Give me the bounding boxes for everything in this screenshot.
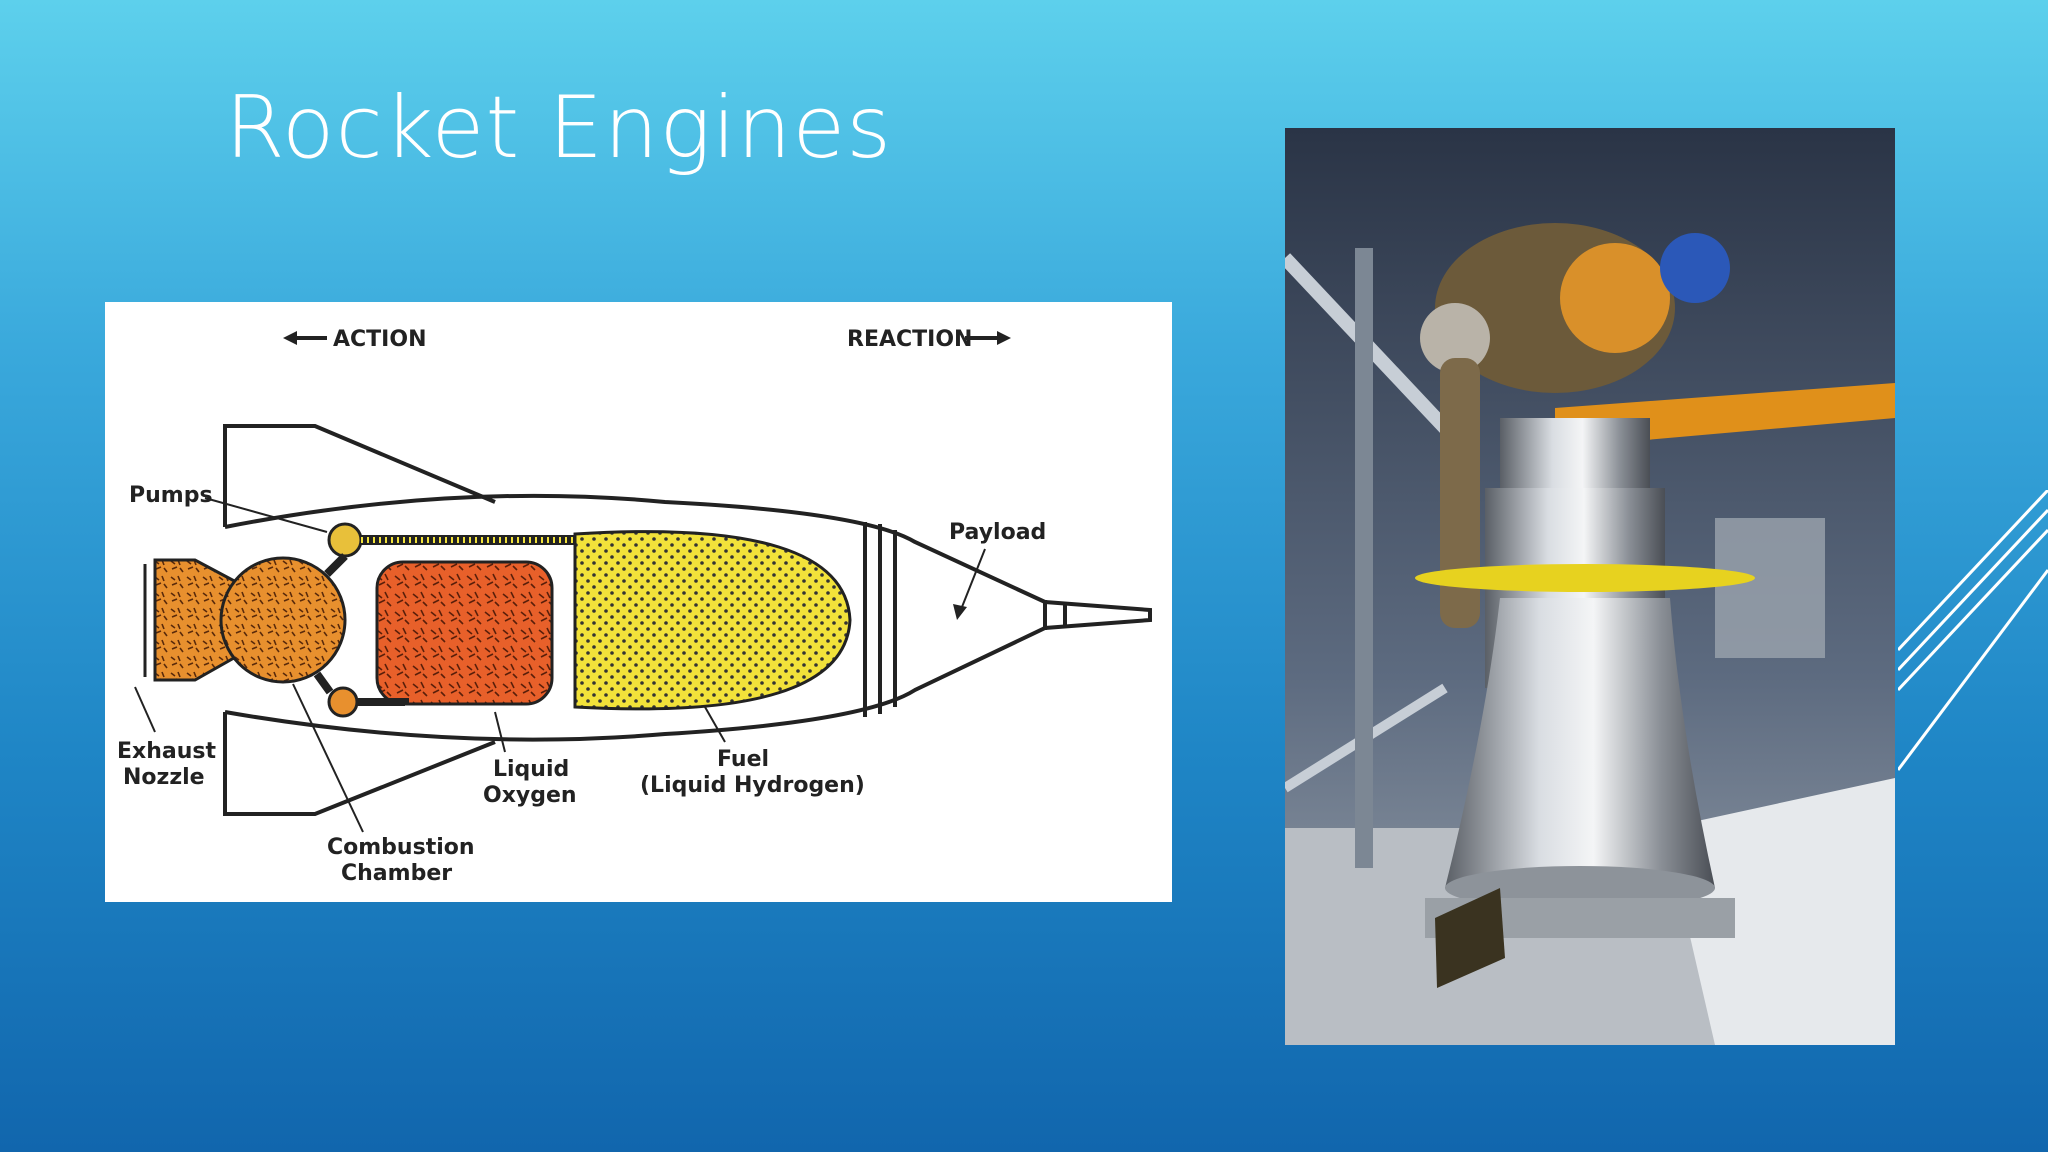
exhaust-nozzle-label-2: Nozzle	[123, 765, 205, 790]
payload-label: Payload	[949, 520, 1046, 545]
pump-top	[327, 522, 363, 558]
corner-decoration	[1898, 490, 2048, 771]
combustion-chamber-label-2: Chamber	[341, 861, 452, 886]
action-label: ACTION	[333, 327, 426, 352]
fuel-label-1: Fuel	[717, 747, 769, 772]
rocket-diagram-svg: ACTION REACTION	[117, 327, 1152, 886]
reaction-arrow	[965, 331, 1011, 345]
exhaust-nozzle-label-1: Exhaust	[117, 739, 216, 764]
fuel-label-2: (Liquid Hydrogen)	[640, 773, 865, 798]
liquid-oxygen-label-1: Liquid	[493, 757, 569, 782]
combustion-chamber	[219, 556, 347, 684]
slide-title: Rocket Engines	[225, 78, 893, 178]
oxygen-tank	[375, 560, 554, 706]
pumps-label: Pumps	[129, 483, 213, 508]
reaction-label: REACTION	[847, 327, 972, 352]
action-arrow	[283, 331, 327, 345]
rocket-engine-photo	[1285, 128, 1895, 1045]
combustion-chamber-label-1: Combustion	[327, 835, 475, 860]
fuel-tank	[573, 530, 852, 711]
pump-bottom	[327, 686, 359, 718]
rocket-diagram: ACTION REACTION	[105, 302, 1172, 902]
liquid-oxygen-label-2: Oxygen	[483, 783, 577, 808]
rocket-engine-photo-svg	[1285, 128, 1895, 1045]
rocket-body	[223, 424, 1152, 816]
